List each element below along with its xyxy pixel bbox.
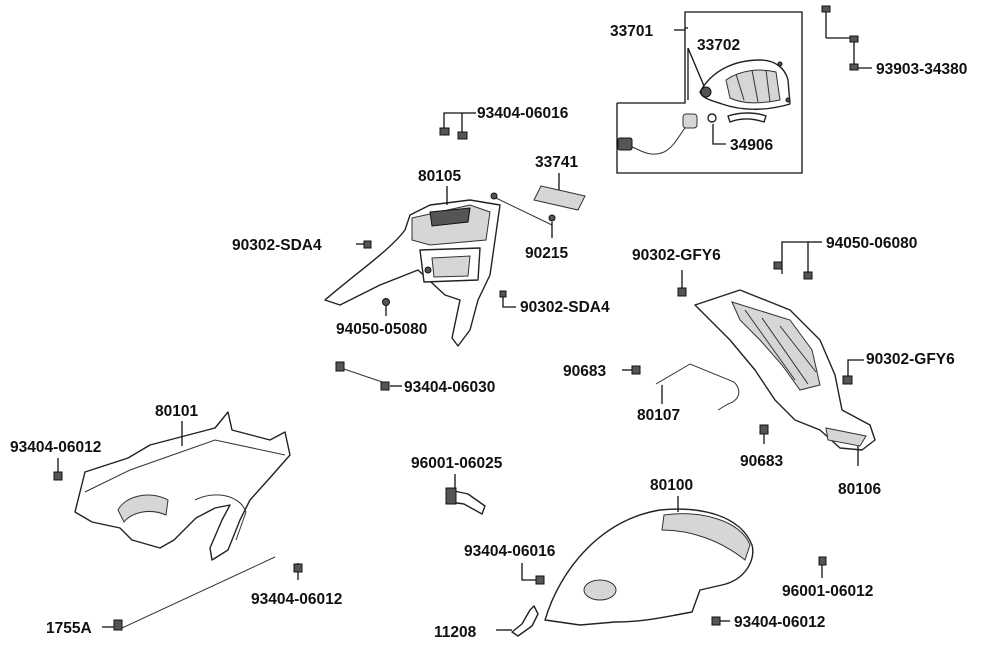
part-labels: 33701 33702 93903-34380 93404-06016 3490… xyxy=(10,23,967,641)
label-90302-gfy6-right: 90302-GFY6 xyxy=(866,351,955,368)
label-90683-left: 90683 xyxy=(563,363,606,380)
label-33741: 33741 xyxy=(535,154,578,171)
label-80101: 80101 xyxy=(155,403,198,420)
label-94050-05080: 94050-05080 xyxy=(336,321,427,338)
label-90302-sda4-right: 90302-SDA4 xyxy=(520,299,610,316)
tail-light-group xyxy=(616,11,803,174)
bolt-93404-06030 xyxy=(335,361,402,391)
label-93404-06030: 93404-06030 xyxy=(404,379,495,396)
bolt-93404-06016-bottom xyxy=(496,563,545,637)
label-93404-06012-mid: 93404-06012 xyxy=(251,591,342,608)
label-93404-06016-bottom: 93404-06016 xyxy=(464,543,556,560)
label-1755a: 1755A xyxy=(46,620,92,637)
label-80106: 80106 xyxy=(838,481,881,498)
label-93404-06016-top: 93404-06016 xyxy=(477,105,569,122)
bolt-96001-06025 xyxy=(445,474,486,515)
label-96001-06025: 96001-06025 xyxy=(411,455,503,472)
bolt-93903-34380 xyxy=(821,5,872,71)
rear-fender-80100 xyxy=(544,496,827,626)
label-93404-06012-right: 93404-06012 xyxy=(734,614,825,631)
label-90302-sda4-left: 90302-SDA4 xyxy=(232,237,322,254)
label-90215: 90215 xyxy=(525,245,568,262)
label-90683-bottom: 90683 xyxy=(740,453,783,470)
label-90302-gfy6-left: 90302-GFY6 xyxy=(632,247,721,264)
reflector-33741 xyxy=(533,173,586,211)
label-93903-34380: 93903-34380 xyxy=(876,61,967,78)
license-bracket-80105 xyxy=(324,186,556,347)
label-80100: 80100 xyxy=(650,477,693,494)
label-96001-06012: 96001-06012 xyxy=(782,583,873,600)
label-80107: 80107 xyxy=(637,407,680,424)
label-11208: 11208 xyxy=(434,624,477,641)
cable-1755a xyxy=(102,556,276,631)
label-80105: 80105 xyxy=(418,168,461,185)
side-cover-80106 xyxy=(677,241,876,466)
undertray-80101 xyxy=(53,411,303,580)
label-93404-06012-left: 93404-06012 xyxy=(10,439,101,456)
label-94050-06080: 94050-06080 xyxy=(826,235,917,252)
bolt-93404-06016-top xyxy=(439,112,476,140)
bracket-80107 xyxy=(622,363,769,444)
label-34906: 34906 xyxy=(730,137,773,154)
label-33702: 33702 xyxy=(697,37,740,54)
label-33701: 33701 xyxy=(610,23,653,40)
